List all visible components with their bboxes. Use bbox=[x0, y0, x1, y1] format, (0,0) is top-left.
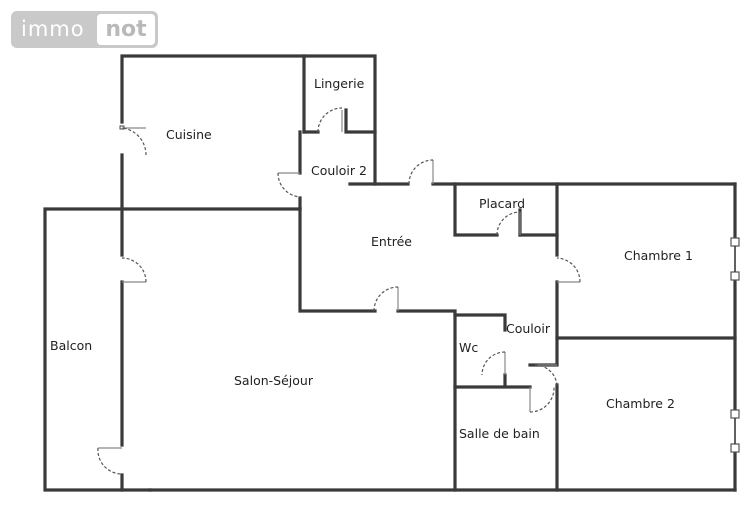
placard-walls bbox=[453, 182, 559, 237]
wc-bottom-wall bbox=[453, 373, 532, 389]
door-salon-balcon bbox=[121, 257, 147, 283]
door-salon-balcon-lower bbox=[97, 447, 123, 475]
room-label-salle-de-bain: Salle de bain bbox=[459, 426, 540, 441]
window-chambre1 bbox=[730, 237, 740, 281]
room-label-chambre1: Chambre 1 bbox=[624, 248, 693, 263]
door-couloir2-cuisine bbox=[277, 172, 301, 198]
room-label-chambre2: Chambre 2 bbox=[606, 396, 675, 411]
immonot-logo: immo not bbox=[11, 11, 158, 48]
room-label-couloir2: Couloir 2 bbox=[311, 163, 367, 178]
door-placard bbox=[496, 211, 521, 236]
door-chambre1 bbox=[556, 257, 581, 283]
room-label-wc: Wc bbox=[459, 340, 478, 355]
outer-wall-top-left bbox=[120, 54, 377, 186]
lingerie-wall-bottom bbox=[302, 108, 377, 134]
room-label-salon-sejour: Salon-Séjour bbox=[234, 373, 314, 388]
room-label-couloir: Couloir bbox=[506, 321, 551, 336]
entree-left-wall bbox=[298, 207, 377, 313]
room-label-balcon: Balcon bbox=[50, 338, 92, 353]
room-label-entree: Entrée bbox=[371, 234, 412, 249]
door-couloir2-top bbox=[408, 159, 434, 185]
door-wc bbox=[481, 351, 506, 376]
door-entree-salon bbox=[373, 286, 399, 312]
door-chambre2 bbox=[534, 364, 558, 388]
logo-text-immo: immo bbox=[21, 17, 85, 41]
logo-text-not: not bbox=[97, 14, 155, 45]
balcon-outline bbox=[43, 207, 152, 492]
entree-bottom-wall bbox=[396, 309, 507, 332]
door-salle-de-bain bbox=[529, 386, 555, 413]
window-chambre2 bbox=[730, 409, 740, 453]
room-label-placard: Placard bbox=[479, 196, 525, 211]
room-label-lingerie: Lingerie bbox=[314, 76, 365, 91]
room-label-cuisine: Cuisine bbox=[166, 127, 212, 142]
door-lingerie bbox=[317, 107, 343, 133]
door-cuisine bbox=[119, 125, 147, 156]
